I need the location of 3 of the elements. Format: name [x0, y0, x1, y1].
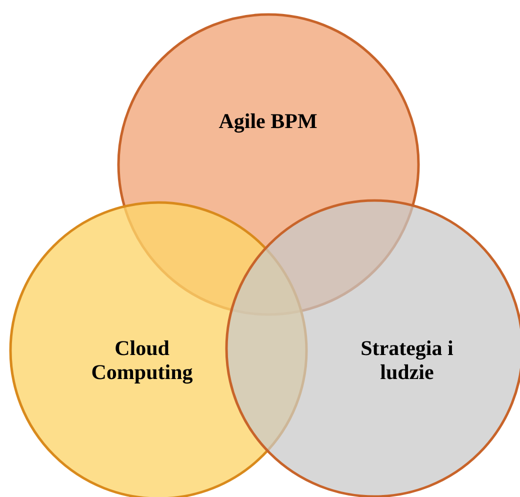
circle-label: Strategia i ludzie	[360, 336, 454, 384]
circle-label: Cloud Computing	[90, 336, 194, 384]
circle-label: Agile BPM	[218, 109, 318, 133]
